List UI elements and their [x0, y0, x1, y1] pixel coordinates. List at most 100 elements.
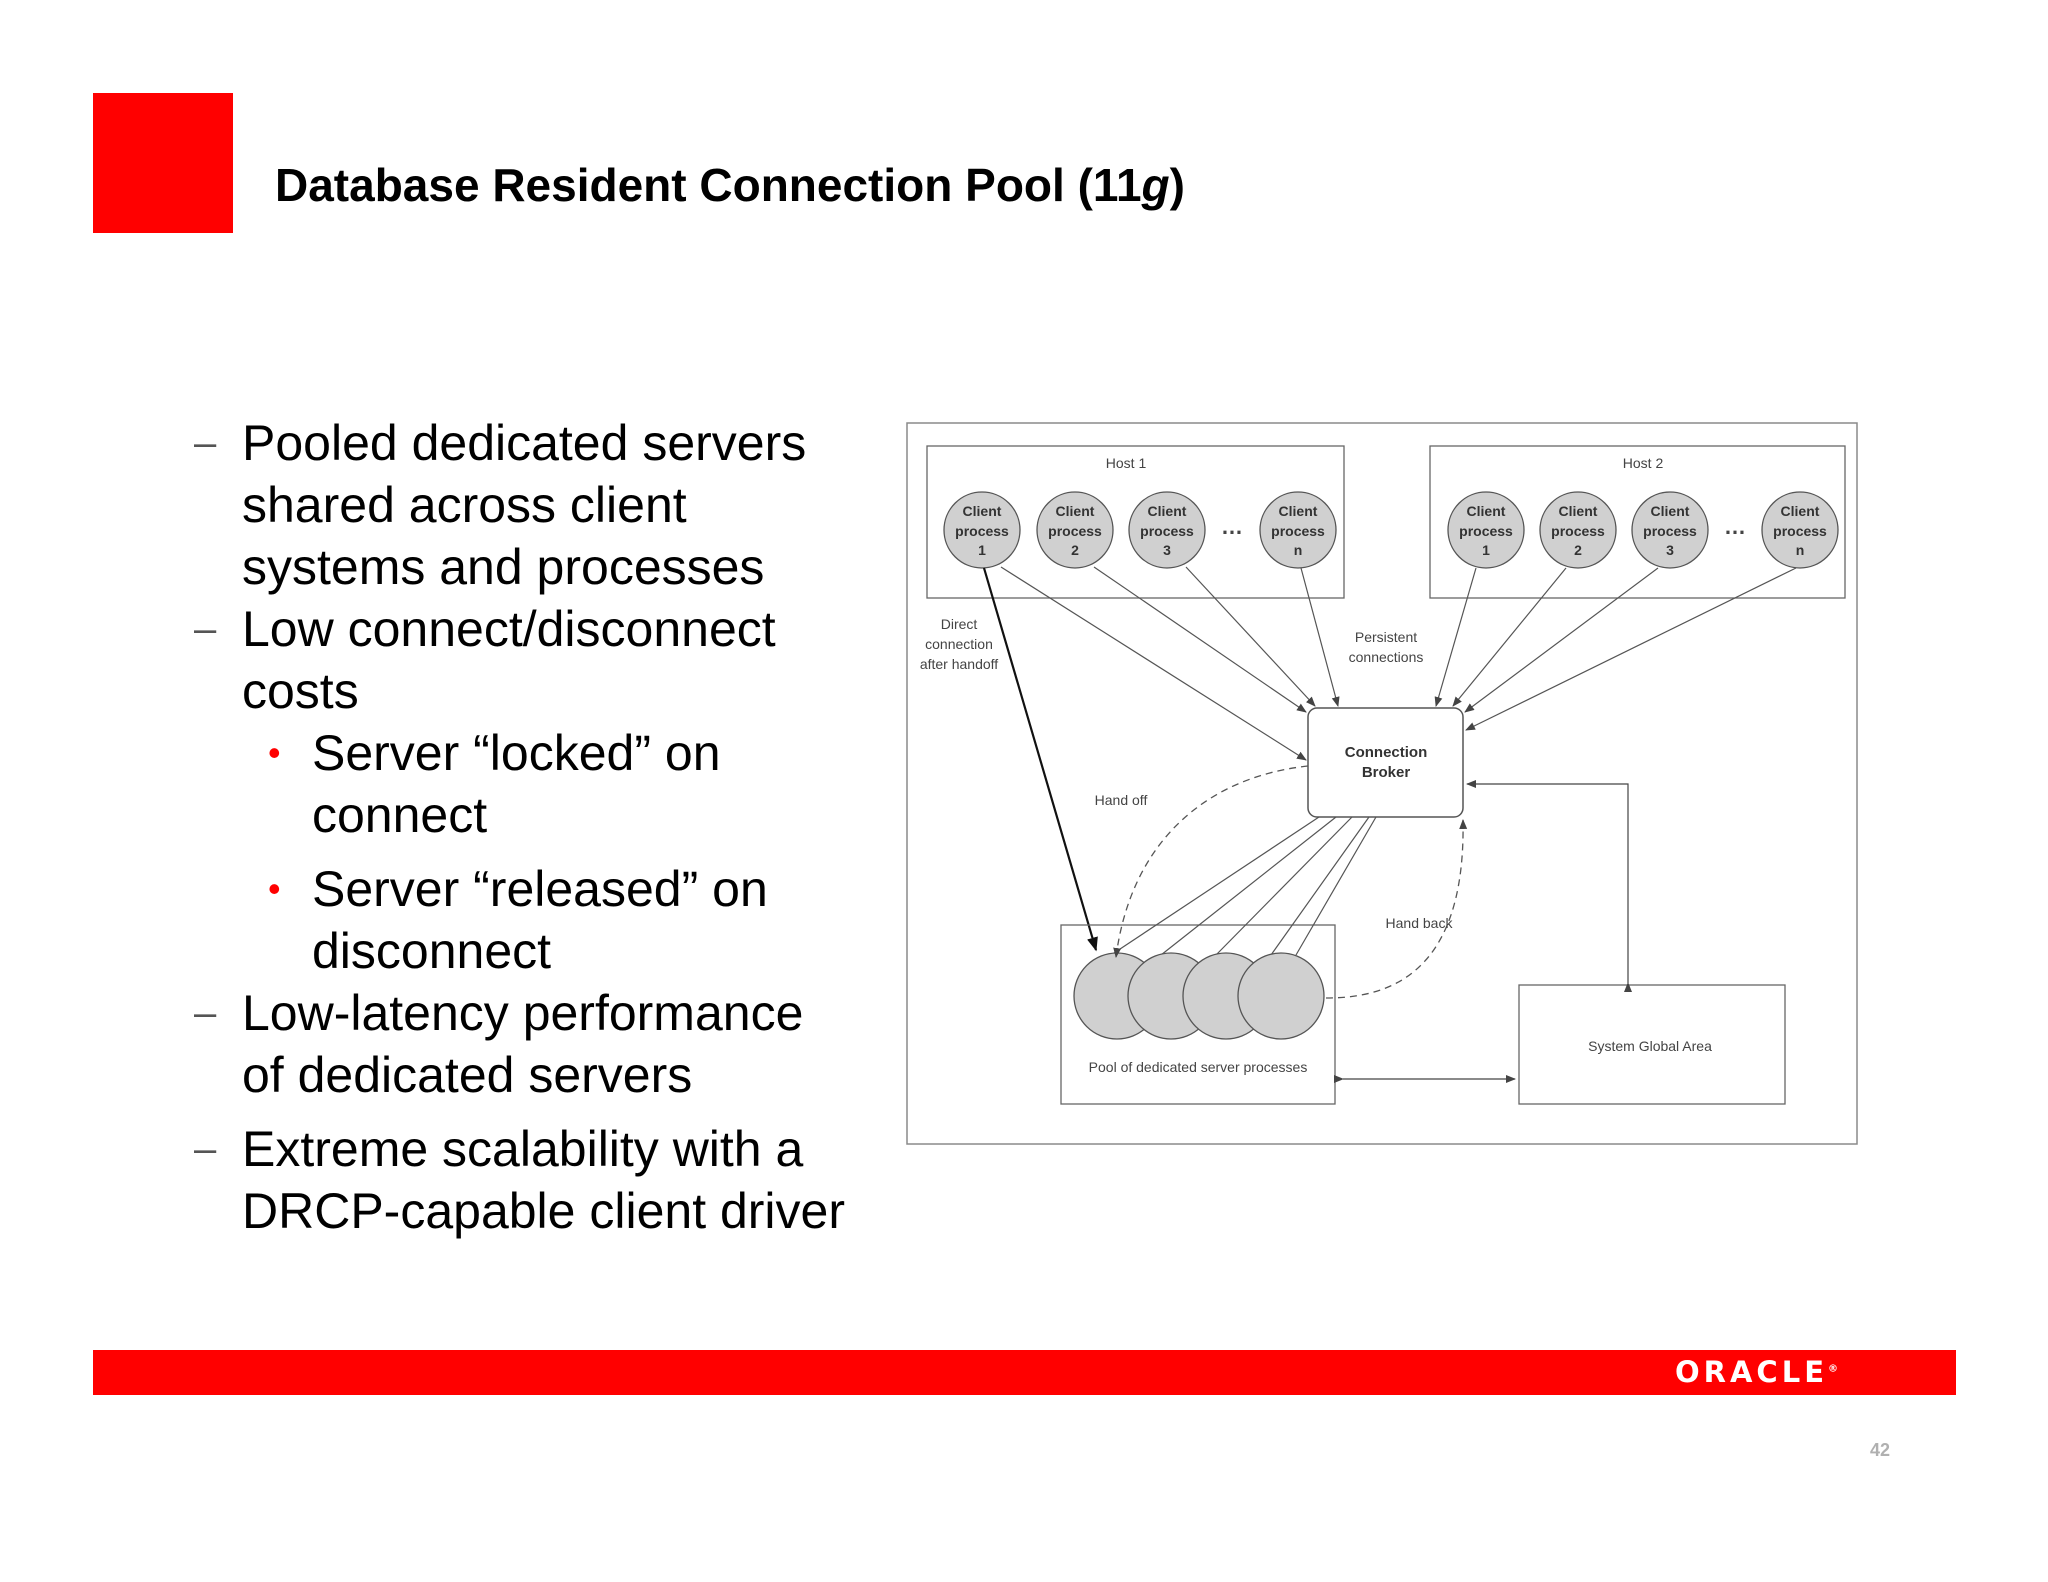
direct-connection-arrow: [982, 567, 1098, 952]
title-main: Database Resident Connection Pool (11: [275, 159, 1142, 211]
svg-text:Direct: Direct: [941, 616, 978, 632]
bullet-line: costs: [242, 663, 359, 719]
title-italic: g: [1141, 159, 1170, 211]
bullet-line: Low connect/disconnect: [242, 601, 776, 657]
bullet-line: Extreme scalability with a: [242, 1121, 804, 1177]
host2-box: [1429, 445, 1846, 599]
oracle-logo: ORACLE®: [1675, 1355, 1838, 1390]
client-process-node: Client process 3: [1631, 491, 1709, 569]
dash-marker: –: [194, 607, 217, 651]
client-process-node: Client process 3: [1128, 491, 1206, 569]
svg-text:process: process: [1773, 523, 1827, 539]
svg-text:connection: connection: [925, 636, 993, 652]
broker-label: Broker: [1362, 764, 1411, 781]
svg-text:Persistent: Persistent: [1355, 629, 1417, 645]
svg-text:1: 1: [1482, 542, 1490, 558]
bullet-line: DRCP-capable client driver: [242, 1183, 846, 1239]
persistent-connections-label: Persistent connections: [1349, 629, 1424, 665]
dot-marker: •: [268, 868, 281, 909]
bullet-low-costs: – Low connect/disconnect costs: [190, 598, 890, 722]
bullet-scalability: – Extreme scalability with a DRCP-capabl…: [190, 1118, 890, 1242]
svg-text:process: process: [955, 523, 1009, 539]
svg-text:Client: Client: [963, 503, 1002, 519]
svg-text:Client: Client: [1559, 503, 1598, 519]
host1-box: [926, 445, 1345, 599]
svg-text:2: 2: [1071, 542, 1079, 558]
svg-text:process: process: [1271, 523, 1325, 539]
client-process-node: Client process 2: [1036, 491, 1114, 569]
svg-text:after handoff: after handoff: [920, 656, 998, 672]
host2-clients: Client process 1 Client process 2 Client…: [1447, 491, 1839, 569]
broker-pool-links: [1110, 816, 1377, 956]
hand-back-arrow: [1325, 819, 1468, 999]
bullet-line: shared across client: [242, 477, 687, 533]
svg-text:3: 3: [1666, 542, 1674, 558]
title-end: ): [1169, 159, 1185, 211]
svg-text:Client: Client: [1056, 503, 1095, 519]
direct-connection-label: Direct connection after handoff: [920, 616, 998, 672]
dedicated-server-processes: [1073, 952, 1325, 1040]
svg-text:process: process: [1551, 523, 1605, 539]
client-process-node: Client process 1: [943, 491, 1021, 569]
connection-broker-box: [1307, 707, 1464, 818]
svg-text:n: n: [1796, 542, 1805, 558]
oracle-logo-mark: ®: [1828, 1363, 1838, 1375]
client-process-node: Client process 1: [1447, 491, 1525, 569]
dash-marker: –: [194, 1127, 217, 1171]
dash-marker: –: [194, 991, 217, 1035]
sga-box: [1518, 984, 1786, 1105]
bullet-server-locked: • Server “locked” on connect: [190, 722, 890, 846]
diagram-canvas: Host 1 Host 2 Client process 1 Client pr…: [906, 422, 1858, 1145]
oracle-logo-text: ORACLE: [1675, 1355, 1828, 1389]
bullet-line: Low-latency performance: [242, 985, 804, 1041]
bullet-line: Pooled dedicated servers: [242, 415, 807, 471]
svg-text:Client: Client: [1279, 503, 1318, 519]
pool-label: Pool of dedicated server processes: [1089, 1059, 1308, 1075]
client-process-node: Client process 2: [1539, 491, 1617, 569]
client-process-node: Client process n: [1761, 491, 1839, 569]
bullet-line: systems and processes: [242, 539, 765, 595]
svg-text:process: process: [1643, 523, 1697, 539]
bullet-line: Server “locked” on: [312, 725, 721, 781]
svg-text:Client: Client: [1781, 503, 1820, 519]
hand-back-label: Hand back: [1386, 915, 1454, 931]
broker-label: Connection: [1345, 744, 1428, 761]
client-process-node: Client process n: [1259, 491, 1337, 569]
bullet-line: disconnect: [312, 923, 552, 979]
svg-text:Client: Client: [1148, 503, 1187, 519]
svg-text:connections: connections: [1349, 649, 1424, 665]
svg-text:process: process: [1048, 523, 1102, 539]
svg-text:Client: Client: [1651, 503, 1690, 519]
brand-square: [93, 93, 233, 233]
footer-bar: ORACLE®: [93, 1350, 1956, 1395]
broker-sga-arrow: [1466, 780, 1632, 992]
bullet-line: Server “released” on: [312, 861, 768, 917]
bullet-low-latency: – Low-latency performance of dedicated s…: [190, 982, 890, 1106]
dot-marker: •: [268, 732, 281, 773]
slide-title: Database Resident Connection Pool (11g): [275, 158, 1185, 213]
svg-text:process: process: [1140, 523, 1194, 539]
hand-off-label: Hand off: [1095, 792, 1148, 808]
drcp-diagram: Host 1 Host 2 Client process 1 Client pr…: [906, 422, 1858, 1145]
bullet-server-released: • Server “released” on disconnect: [190, 858, 890, 982]
bullet-list: – Pooled dedicated servers shared across…: [190, 412, 890, 1242]
svg-text:3: 3: [1163, 542, 1171, 558]
bullet-line: connect: [312, 787, 488, 843]
dash-marker: –: [194, 421, 217, 465]
bullet-line: of dedicated servers: [242, 1047, 693, 1103]
host2-label: Host 2: [1623, 455, 1664, 471]
svg-text:Client: Client: [1467, 503, 1506, 519]
svg-text:2: 2: [1574, 542, 1582, 558]
bullet-pooled-servers: – Pooled dedicated servers shared across…: [190, 412, 890, 598]
hand-off-arrow: [1113, 765, 1309, 958]
host1-clients: Client process 1 Client process 2 Client…: [943, 491, 1337, 569]
host1-label: Host 1: [1106, 455, 1147, 471]
ellipsis: …: [1724, 514, 1746, 539]
ellipsis: …: [1221, 514, 1243, 539]
server-process-node: [1237, 952, 1325, 1040]
svg-text:process: process: [1459, 523, 1513, 539]
page-number: 42: [1870, 1440, 1891, 1460]
sga-label: System Global Area: [1588, 1038, 1712, 1054]
svg-text:n: n: [1294, 542, 1303, 558]
svg-text:1: 1: [978, 542, 986, 558]
